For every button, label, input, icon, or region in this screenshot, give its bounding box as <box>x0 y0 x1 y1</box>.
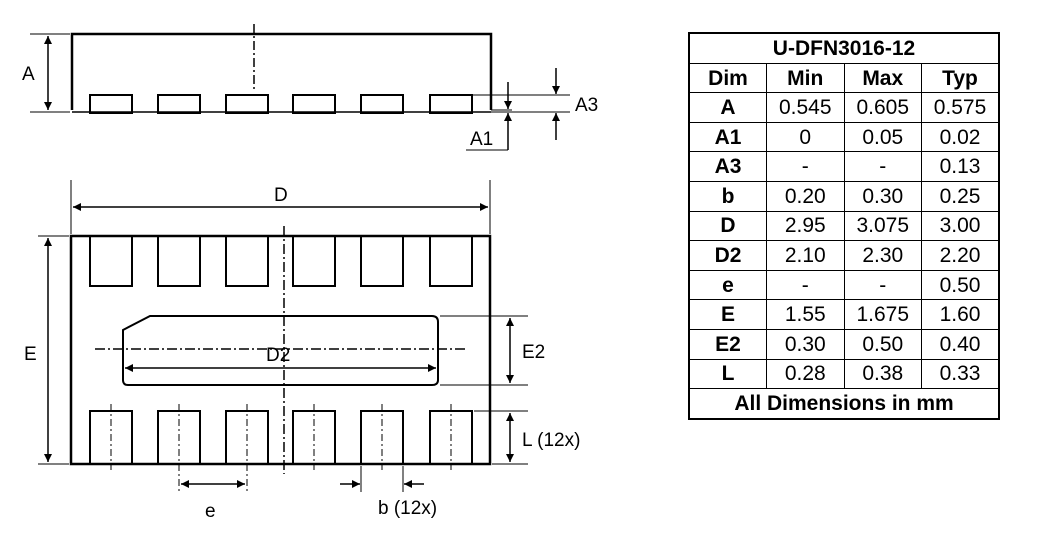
side-view-body <box>70 32 493 110</box>
table-row: A3 - - 0.13 <box>688 151 1000 183</box>
max-cell: - <box>843 151 922 183</box>
min-cell: 0.28 <box>766 358 845 390</box>
side-view-pads <box>89 94 473 114</box>
min-cell: 2.95 <box>766 210 845 242</box>
dim-cell: A3 <box>688 151 767 183</box>
table-row: D2 2.10 2.30 2.20 <box>688 240 1000 271</box>
exposed-pad <box>122 315 439 386</box>
top-row-pads <box>89 236 473 287</box>
pad <box>157 236 201 287</box>
package-outline-drawing: A A3 A1 <box>22 24 598 522</box>
table-row: A1 0 0.05 0.02 <box>688 121 1000 153</box>
header-min: Min <box>766 62 845 94</box>
dim-cell: D <box>688 210 767 242</box>
side-pad <box>360 94 404 114</box>
max-cell: 1.675 <box>843 299 922 330</box>
typ-cell: 0.40 <box>921 328 1000 360</box>
max-cell: 2.30 <box>843 240 922 271</box>
table-row: b 0.20 0.30 0.25 <box>688 181 1000 212</box>
dim-cell: A1 <box>688 121 767 153</box>
typ-cell: 0.02 <box>921 121 1000 153</box>
side-pad <box>429 94 473 114</box>
label-D: D <box>274 185 288 206</box>
table-row: E 1.55 1.675 1.60 <box>688 299 1000 330</box>
label-D2: D2 <box>266 345 290 366</box>
dim-cell: A <box>688 92 767 123</box>
label-A3: A3 <box>575 95 598 116</box>
pad <box>225 236 269 287</box>
typ-cell: 0.575 <box>921 92 1000 123</box>
bottom-view-body <box>69 234 492 466</box>
max-cell: 0.30 <box>843 181 922 212</box>
max-cell: 0.605 <box>843 92 922 123</box>
min-cell: 2.10 <box>766 240 845 271</box>
header-typ: Typ <box>921 62 1000 94</box>
pad <box>292 236 336 287</box>
dim-cell: L <box>688 358 767 390</box>
max-cell: - <box>843 269 922 301</box>
dim-cell: E2 <box>688 328 767 360</box>
max-cell: 0.05 <box>843 121 922 153</box>
max-cell: 0.38 <box>843 358 922 390</box>
dim-cell: E <box>688 299 767 330</box>
table-row: D 2.95 3.075 3.00 <box>688 210 1000 242</box>
typ-cell: 3.00 <box>921 210 1000 242</box>
side-pad <box>292 94 336 114</box>
min-cell: 0.30 <box>766 328 845 360</box>
header-dim: Dim <box>688 62 767 94</box>
table-row: L 0.28 0.38 0.33 <box>688 358 1000 390</box>
min-cell: 0.20 <box>766 181 845 212</box>
pad <box>429 236 473 287</box>
label-E2: E2 <box>522 342 545 363</box>
side-pad <box>89 94 133 114</box>
table-footer: All Dimensions in mm <box>688 388 1000 420</box>
table-row: A 0.545 0.605 0.575 <box>688 92 1000 123</box>
table-title: U-DFN3016-12 <box>688 32 1000 64</box>
bottom-view <box>38 180 528 492</box>
min-cell: - <box>766 151 845 183</box>
dim-cell: e <box>688 269 767 301</box>
label-E: E <box>24 344 37 365</box>
min-cell: 1.55 <box>766 299 845 330</box>
side-pad <box>225 94 269 114</box>
table-row: e - - 0.50 <box>688 269 1000 301</box>
typ-cell: 0.33 <box>921 358 1000 390</box>
typ-cell: 0.25 <box>921 181 1000 212</box>
typ-cell: 2.20 <box>921 240 1000 271</box>
bottom-row-pads <box>89 410 473 464</box>
min-cell: 0.545 <box>766 92 845 123</box>
label-L: L (12x) <box>522 430 580 451</box>
min-cell: - <box>766 269 845 301</box>
label-A1: A1 <box>470 129 493 150</box>
side-pad <box>157 94 201 114</box>
typ-cell: 0.50 <box>921 269 1000 301</box>
max-cell: 3.075 <box>843 210 922 242</box>
label-e: e <box>205 501 216 522</box>
typ-cell: 0.13 <box>921 151 1000 183</box>
max-cell: 0.50 <box>843 328 922 360</box>
pad <box>89 236 133 287</box>
pad <box>360 236 404 287</box>
dim-cell: b <box>688 181 767 212</box>
pad-centerlines <box>110 404 452 492</box>
label-A: A <box>22 64 35 85</box>
typ-cell: 1.60 <box>921 299 1000 330</box>
table-row: E2 0.30 0.50 0.40 <box>688 328 1000 360</box>
dimension-table: U-DFN3016-12 Dim Min Max Typ A 0.545 0.6… <box>688 32 1000 420</box>
min-cell: 0 <box>766 121 845 153</box>
dim-cell: D2 <box>688 240 767 271</box>
side-view <box>30 24 570 151</box>
label-b: b (12x) <box>378 498 437 519</box>
table-header-row: Dim Min Max Typ <box>688 62 1000 94</box>
header-max: Max <box>843 62 922 94</box>
